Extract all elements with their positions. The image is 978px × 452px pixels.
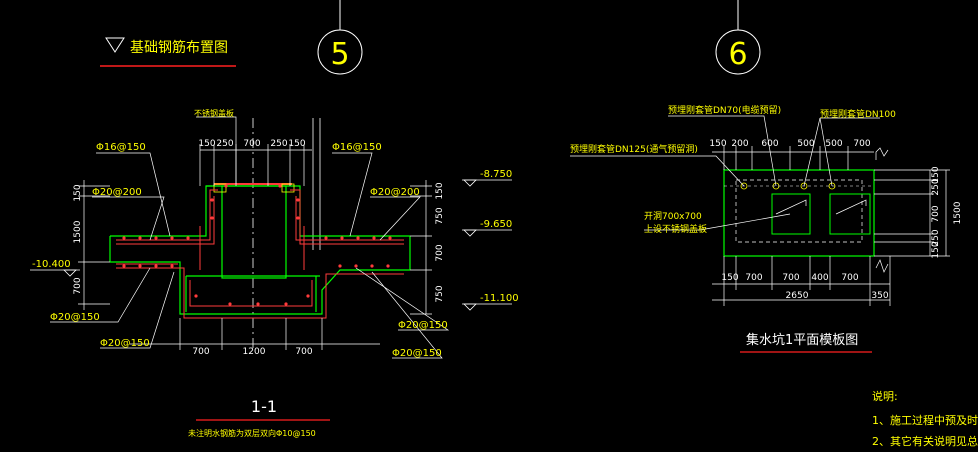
svg-text:700: 700 xyxy=(435,244,445,261)
left-side-dims: 150 1500 700 150 750 700 750 xyxy=(73,182,445,302)
callout-circle-6 xyxy=(715,29,761,75)
svg-text:250: 250 xyxy=(931,229,941,246)
svg-text:150: 150 xyxy=(709,139,726,149)
svg-text:1500: 1500 xyxy=(953,201,963,224)
rebar-lines xyxy=(116,189,404,319)
left-top-dims: 150 250 700 250 150 xyxy=(198,139,305,149)
svg-text:150: 150 xyxy=(931,166,941,183)
svg-text:1200: 1200 xyxy=(243,347,266,357)
svg-text:-8.750: -8.750 xyxy=(480,169,512,180)
callout-circle-5 xyxy=(317,29,363,75)
right-labels: 预埋刚套管DN70(电缆预留) 预埋刚套管DN100 预埋刚套管DN125(通气… xyxy=(570,104,896,235)
svg-text:1500: 1500 xyxy=(73,220,83,243)
svg-text:150: 150 xyxy=(198,139,215,149)
svg-text:-10.400: -10.400 xyxy=(32,259,71,270)
svg-text:700: 700 xyxy=(192,347,209,357)
dimension-lines xyxy=(78,144,432,350)
label-rebar-bl1: Φ20@150 xyxy=(50,312,100,323)
label-rebar-tl: Φ16@150 xyxy=(96,142,146,153)
svg-text:150: 150 xyxy=(931,241,941,258)
label-rebar-mr: Φ20@200 xyxy=(370,187,420,198)
right-plan-drawing: 6 xyxy=(570,0,978,448)
svg-text:700: 700 xyxy=(73,277,83,294)
svg-text:750: 750 xyxy=(435,285,445,302)
svg-text:700: 700 xyxy=(853,139,870,149)
callout-5-number: 5 xyxy=(330,37,349,72)
label-rebar-ml: Φ20@200 xyxy=(92,187,142,198)
right-side-dims: 150 250 700 250 150 1500 xyxy=(931,166,963,258)
label-cover: 上设不锈钢盖板 xyxy=(644,223,707,235)
svg-text:250: 250 xyxy=(931,178,941,195)
svg-text:2650: 2650 xyxy=(786,291,809,301)
svg-text:-11.100: -11.100 xyxy=(480,293,519,304)
right-leader-lines xyxy=(570,115,880,231)
left-title: 基础钢筋布置图 xyxy=(130,39,228,56)
svg-text:150: 150 xyxy=(288,139,305,149)
right-title: 集水坑1平面模板图 xyxy=(746,332,858,348)
section-label: 1-1 xyxy=(251,397,277,416)
label-cover-plate: 不锈钢盖板 xyxy=(194,108,234,118)
svg-text:750: 750 xyxy=(435,207,445,224)
label-rebar-br2: Φ20@150 xyxy=(392,348,442,359)
svg-text:-9.650: -9.650 xyxy=(480,219,512,230)
svg-text:200: 200 xyxy=(731,139,748,149)
label-pipe-dn100: 预埋刚套管DN100 xyxy=(820,108,896,120)
label-opening: 开洞700x700 xyxy=(644,211,702,222)
rebar-dots xyxy=(122,184,392,306)
callout-6-number: 6 xyxy=(728,37,747,72)
svg-text:700: 700 xyxy=(745,273,762,283)
label-pipe-dn125: 预埋刚套管DN125(通气预留洞) xyxy=(570,143,698,155)
right-top-dims: 150 200 600 500 500 700 xyxy=(709,139,870,149)
svg-text:150: 150 xyxy=(721,273,738,283)
svg-text:500: 500 xyxy=(797,139,814,149)
svg-text:350: 350 xyxy=(871,291,888,301)
leader-lines xyxy=(50,116,450,359)
svg-text:700: 700 xyxy=(243,139,260,149)
right-dimension-lines xyxy=(712,146,950,306)
svg-text:700: 700 xyxy=(782,273,799,283)
notes-title: 说明: xyxy=(872,389,898,403)
elevation-markers xyxy=(30,179,512,311)
svg-text:150: 150 xyxy=(73,184,83,201)
svg-text:250: 250 xyxy=(216,139,233,149)
svg-text:700: 700 xyxy=(931,205,941,222)
svg-text:600: 600 xyxy=(761,139,778,149)
elevation-values: -8.750 -9.650 -10.400 -11.100 xyxy=(32,169,519,304)
concrete-outline xyxy=(109,185,411,315)
label-pipe-dn70: 预埋刚套管DN70(电缆预留) xyxy=(668,104,781,116)
label-rebar-br1: Φ20@150 xyxy=(398,320,448,331)
svg-text:500: 500 xyxy=(825,139,842,149)
elevation-triangle-icon xyxy=(105,37,125,53)
svg-text:250: 250 xyxy=(270,139,287,149)
openings xyxy=(771,193,871,235)
svg-text:700: 700 xyxy=(841,273,858,283)
left-section-drawing: 基础钢筋布置图 5 xyxy=(30,0,519,438)
left-bottom-dims: 700 1200 700 xyxy=(192,347,312,357)
note-2: 2、其它有关说明见总说明 xyxy=(872,434,978,448)
label-rebar-tr: Φ16@150 xyxy=(332,142,382,153)
svg-text:400: 400 xyxy=(811,273,828,283)
svg-text:150: 150 xyxy=(435,182,445,199)
label-rebar-bl2: Φ20@150 xyxy=(100,338,150,349)
note-1: 1、施工过程中预及时降水 xyxy=(872,413,978,427)
pit-outline xyxy=(723,169,875,257)
svg-text:700: 700 xyxy=(295,347,312,357)
bottom-note: 未注明水钢筋为双层双向Φ10@150 xyxy=(188,428,316,438)
right-bottom-dims: 150 700 700 400 700 2650 350 xyxy=(721,273,888,301)
